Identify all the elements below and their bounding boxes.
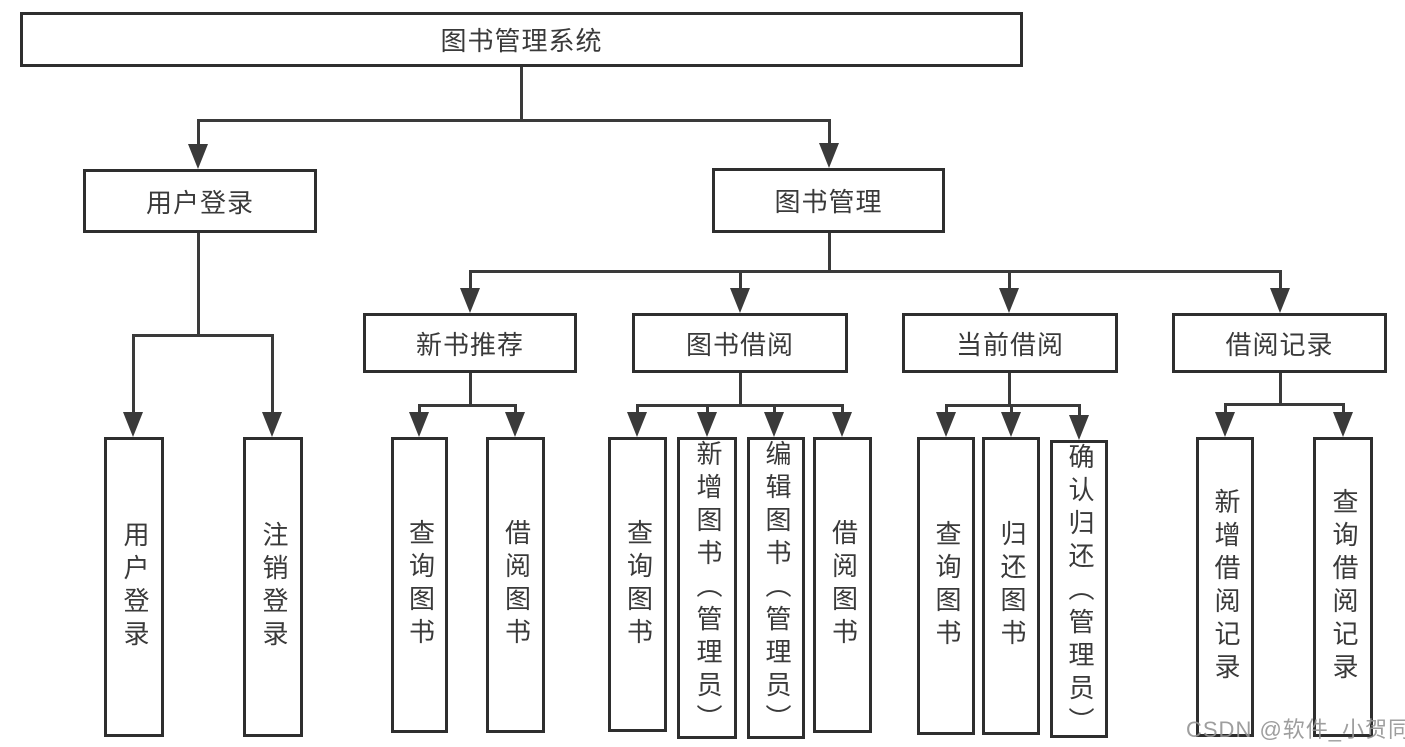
- leaf-label: 编辑图书（管理员）: [761, 440, 792, 737]
- node-current-borrow: 当前借阅: [902, 313, 1118, 373]
- connector-line: [469, 372, 472, 406]
- connector-line: [945, 404, 1081, 407]
- leaf-borrow-borrow-books: 借阅图书: [813, 437, 872, 733]
- connector-line: [706, 404, 709, 416]
- leaf-label: 确认归还（管理员）: [1064, 443, 1095, 740]
- connector-line: [132, 334, 273, 337]
- arrow-down-icon: [123, 412, 143, 437]
- arrow-down-icon: [1333, 412, 1353, 437]
- leaf-label: 用户登录: [119, 521, 150, 653]
- leaf-borrow-edit-books-admin: 编辑图书（管理员）: [747, 437, 805, 739]
- node-new-book-recommend: 新书推荐: [363, 313, 577, 373]
- leaf-label: 新增图书（管理员）: [692, 440, 723, 737]
- leaf-records-query-record: 查询借阅记录: [1313, 437, 1373, 737]
- leaf-label: 借阅图书: [501, 519, 532, 651]
- leaf-current-query-books: 查询图书: [917, 437, 975, 735]
- arrow-down-icon: [936, 412, 956, 437]
- connector-line: [197, 119, 831, 122]
- node-borrow-records: 借阅记录: [1172, 313, 1387, 373]
- arrow-down-icon: [262, 412, 282, 437]
- leaf-borrow-query-books: 查询图书: [608, 437, 667, 732]
- arrow-down-icon: [409, 412, 429, 437]
- connector-line: [418, 404, 517, 407]
- leaf-label: 借阅图书: [828, 519, 859, 651]
- leaf-current-return-books: 归还图书: [982, 437, 1040, 735]
- leaf-label: 归还图书: [996, 520, 1027, 652]
- leaf-label: 新增借阅记录: [1210, 488, 1241, 686]
- connector-line: [841, 404, 844, 416]
- leaf-label: 查询图书: [623, 518, 654, 651]
- connector-line: [1224, 403, 1227, 415]
- arrow-down-icon: [764, 412, 784, 437]
- connector-line: [1224, 403, 1345, 406]
- leaf-newbook-borrow-books: 借阅图书: [486, 437, 545, 733]
- node-label: 图书借阅: [685, 329, 794, 360]
- connector-line: [636, 404, 639, 416]
- csdn-watermark: CSDN @软件_小贺同学: [1186, 717, 1405, 742]
- connector-line: [1078, 404, 1081, 418]
- connector-line: [520, 64, 523, 122]
- leaf-newbook-query-books: 查询图书: [391, 437, 448, 733]
- arrow-down-icon: [999, 288, 1019, 313]
- connector-line: [1279, 270, 1282, 292]
- connector-line: [1010, 404, 1013, 416]
- connector-line: [469, 270, 472, 292]
- arrow-down-icon: [460, 288, 480, 313]
- connector-line: [773, 404, 776, 416]
- connector-line: [636, 404, 843, 407]
- connector-line: [197, 232, 200, 337]
- connector-line: [739, 372, 742, 406]
- node-system-root: 图书管理系统: [20, 12, 1023, 67]
- leaf-records-add-record: 新增借阅记录: [1196, 437, 1254, 737]
- connector-line: [828, 119, 831, 147]
- connector-line: [418, 404, 421, 416]
- arrow-down-icon: [188, 144, 208, 169]
- connector-line: [271, 334, 274, 414]
- arrow-down-icon: [627, 412, 647, 437]
- connector-line: [514, 404, 517, 416]
- node-user-login: 用户登录: [83, 169, 317, 233]
- connector-line: [469, 270, 1282, 273]
- connector-line: [1008, 270, 1011, 292]
- node-book-management: 图书管理: [712, 168, 945, 233]
- node-label: 新书推荐: [415, 329, 524, 360]
- arrow-down-icon: [1001, 412, 1021, 437]
- connector-line: [945, 404, 948, 416]
- leaf-label: 查询图书: [405, 519, 436, 651]
- node-label: 当前借阅: [955, 329, 1064, 360]
- arrow-down-icon: [832, 412, 852, 437]
- connector-line: [739, 270, 742, 292]
- connector-line: [197, 119, 200, 147]
- leaf-logout-login: 注销登录: [243, 437, 303, 737]
- leaf-label: 查询借阅记录: [1328, 488, 1359, 686]
- connector-line: [1008, 372, 1011, 406]
- arrow-down-icon: [1270, 288, 1290, 313]
- leaf-borrow-add-books-admin: 新增图书（管理员）: [677, 437, 737, 739]
- node-label: 图书管理系统: [440, 26, 603, 56]
- node-label: 用户登录: [145, 187, 254, 218]
- arrow-down-icon: [505, 412, 525, 437]
- leaf-label: 查询图书: [931, 520, 962, 652]
- connector-line: [132, 334, 135, 414]
- connector-line: [1279, 372, 1282, 406]
- arrow-down-icon: [819, 143, 839, 168]
- node-label: 图书管理: [774, 187, 883, 217]
- leaf-label: 注销登录: [258, 521, 289, 653]
- arrow-down-icon: [730, 288, 750, 313]
- arrow-down-icon: [1069, 415, 1089, 440]
- arrow-down-icon: [1215, 412, 1235, 437]
- leaf-current-confirm-return-admin: 确认归还（管理员）: [1050, 440, 1108, 740]
- connector-line: [828, 232, 831, 273]
- node-book-borrow: 图书借阅: [632, 313, 848, 373]
- leaf-user-login: 用户登录: [104, 437, 164, 737]
- connector-line: [1342, 403, 1345, 415]
- arrow-down-icon: [697, 412, 717, 437]
- node-label: 借阅记录: [1225, 329, 1334, 360]
